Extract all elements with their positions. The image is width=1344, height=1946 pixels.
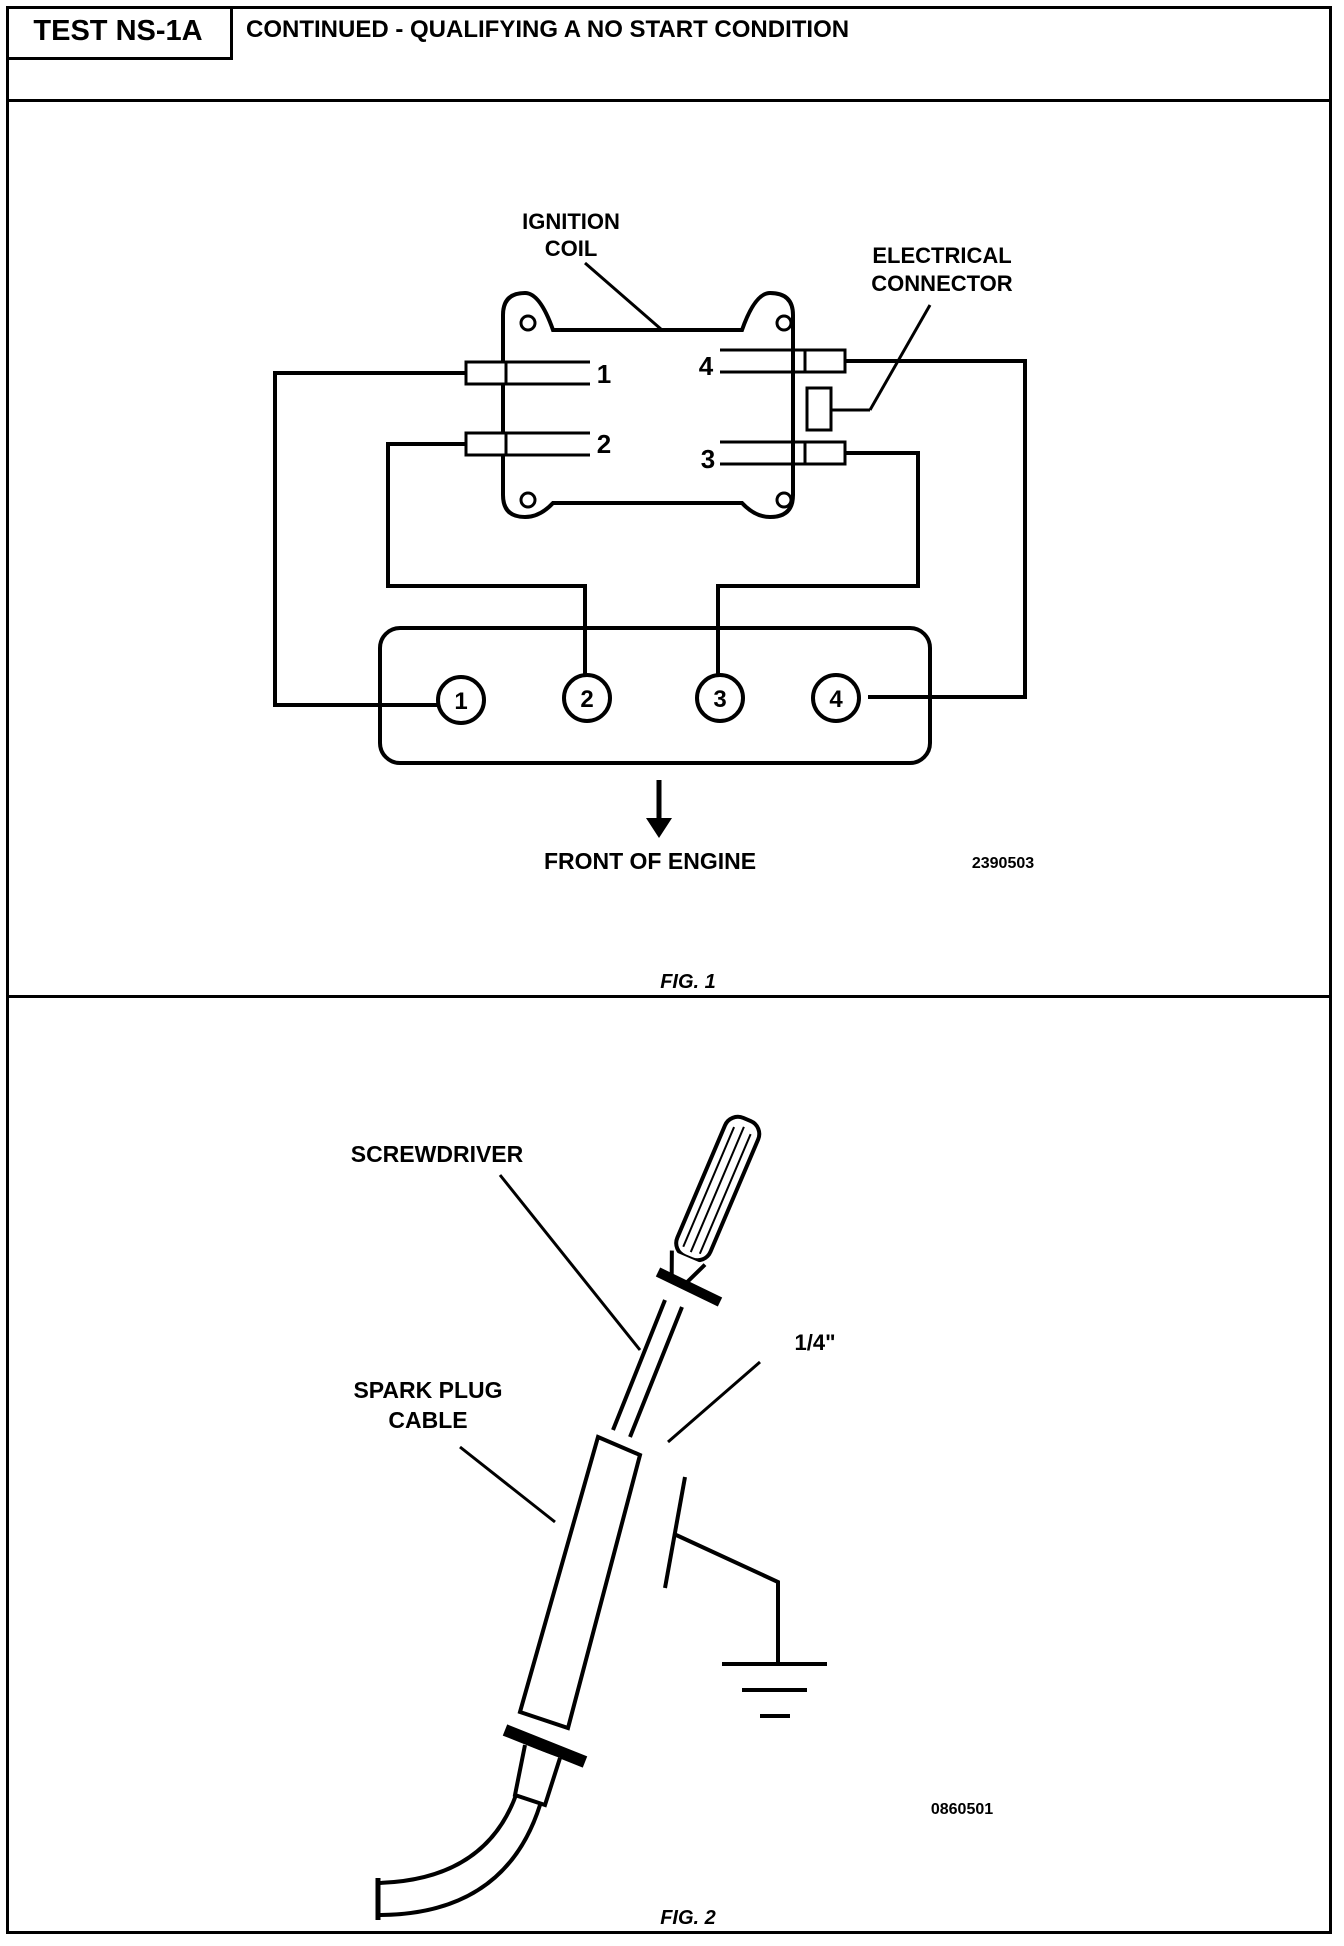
fig2-diagram <box>375 1114 827 1920</box>
fig1-caption: FIG. 1 <box>660 971 716 993</box>
cable-label-line1: SPARK PLUG <box>353 1377 502 1403</box>
front-arrow-head <box>646 818 672 838</box>
figure-divider <box>6 995 1332 998</box>
connector-label-line2: CONNECTOR <box>871 271 1012 296</box>
fig2-caption: FIG. 2 <box>660 1907 716 1929</box>
coil-terminal-1 <box>464 360 590 386</box>
screwdriver-label: SCREWDRIVER <box>351 1141 524 1167</box>
coil-terminal-label-4: 4 <box>699 351 714 381</box>
coil-terminal-3 <box>720 440 847 466</box>
coil-mount-hole-bl <box>519 491 537 509</box>
screwdriver-shaft-right <box>628 1306 684 1438</box>
coil-mount-hole-tr <box>775 314 793 332</box>
test-id-box: TEST NS-1A <box>6 6 233 60</box>
cylinder-4 <box>811 673 861 723</box>
gap-leader-line <box>667 1360 761 1444</box>
electrical-connector <box>805 386 833 432</box>
cylinder-1 <box>436 675 486 725</box>
fig1-figure-number: 2390503 <box>972 855 1034 872</box>
ignition-coil-body <box>501 290 795 520</box>
coil-terminal-label-2: 2 <box>597 429 611 459</box>
connector-label-line1: ELECTRICAL <box>872 243 1011 268</box>
ground-wire <box>673 1532 780 1664</box>
gap-label: 1/4" <box>794 1330 835 1355</box>
fig1-diagram <box>273 261 1027 838</box>
screwdriver-leader-line <box>498 1174 642 1351</box>
cylinder-label-4: 4 <box>829 686 843 713</box>
coil-terminal-2 <box>464 431 590 457</box>
wire-3 <box>716 451 920 680</box>
coil-terminal-label-3: 3 <box>701 444 715 474</box>
wire-2 <box>386 442 587 680</box>
coil-leader-line <box>584 261 663 332</box>
cable-leader-line <box>459 1445 556 1524</box>
page-title: CONTINUED - QUALIFYING A NO START CONDIT… <box>246 16 850 43</box>
coil-mount-hole-br <box>775 491 793 509</box>
cylinder-label-3: 3 <box>713 686 726 713</box>
spark-plug-cable-inner <box>377 1804 542 1917</box>
coil-mount-hole-tl <box>519 314 537 332</box>
spark-plug-boot <box>517 1434 643 1731</box>
wire-4 <box>845 359 1027 699</box>
spark-plug-cable-outer <box>377 1794 518 1885</box>
cylinder-label-1: 1 <box>454 688 467 715</box>
fig2-labels: SCREWDRIVER 1/4" SPARK PLUG CABLE 086050… <box>351 1141 994 1929</box>
coil-terminal-label-1: 1 <box>597 359 611 389</box>
cylinder-label-2: 2 <box>580 686 593 713</box>
cable-label-line2: CABLE <box>388 1407 467 1433</box>
fig2-figure-number: 0860501 <box>931 1801 993 1818</box>
fig1-labels: IGNITION COIL ELECTRICAL CONNECTOR 1 2 3… <box>454 209 1034 993</box>
page-frame <box>6 6 1332 1934</box>
front-of-engine-label: FRONT OF ENGINE <box>544 848 756 874</box>
cylinder-3 <box>695 673 745 723</box>
wire-1 <box>273 371 466 707</box>
screwdriver-shaft-left <box>611 1299 667 1431</box>
coil-label-line1: IGNITION <box>522 209 620 234</box>
coil-label-line2: COIL <box>545 236 598 261</box>
screwdriver-flange <box>655 1267 723 1307</box>
coil-terminal-4 <box>720 348 847 374</box>
boot-flange <box>502 1724 588 1768</box>
screwdriver-handle <box>669 1114 762 1286</box>
cylinder-2 <box>562 673 612 723</box>
boot-tail <box>512 1744 562 1808</box>
header-bar <box>6 6 1332 102</box>
